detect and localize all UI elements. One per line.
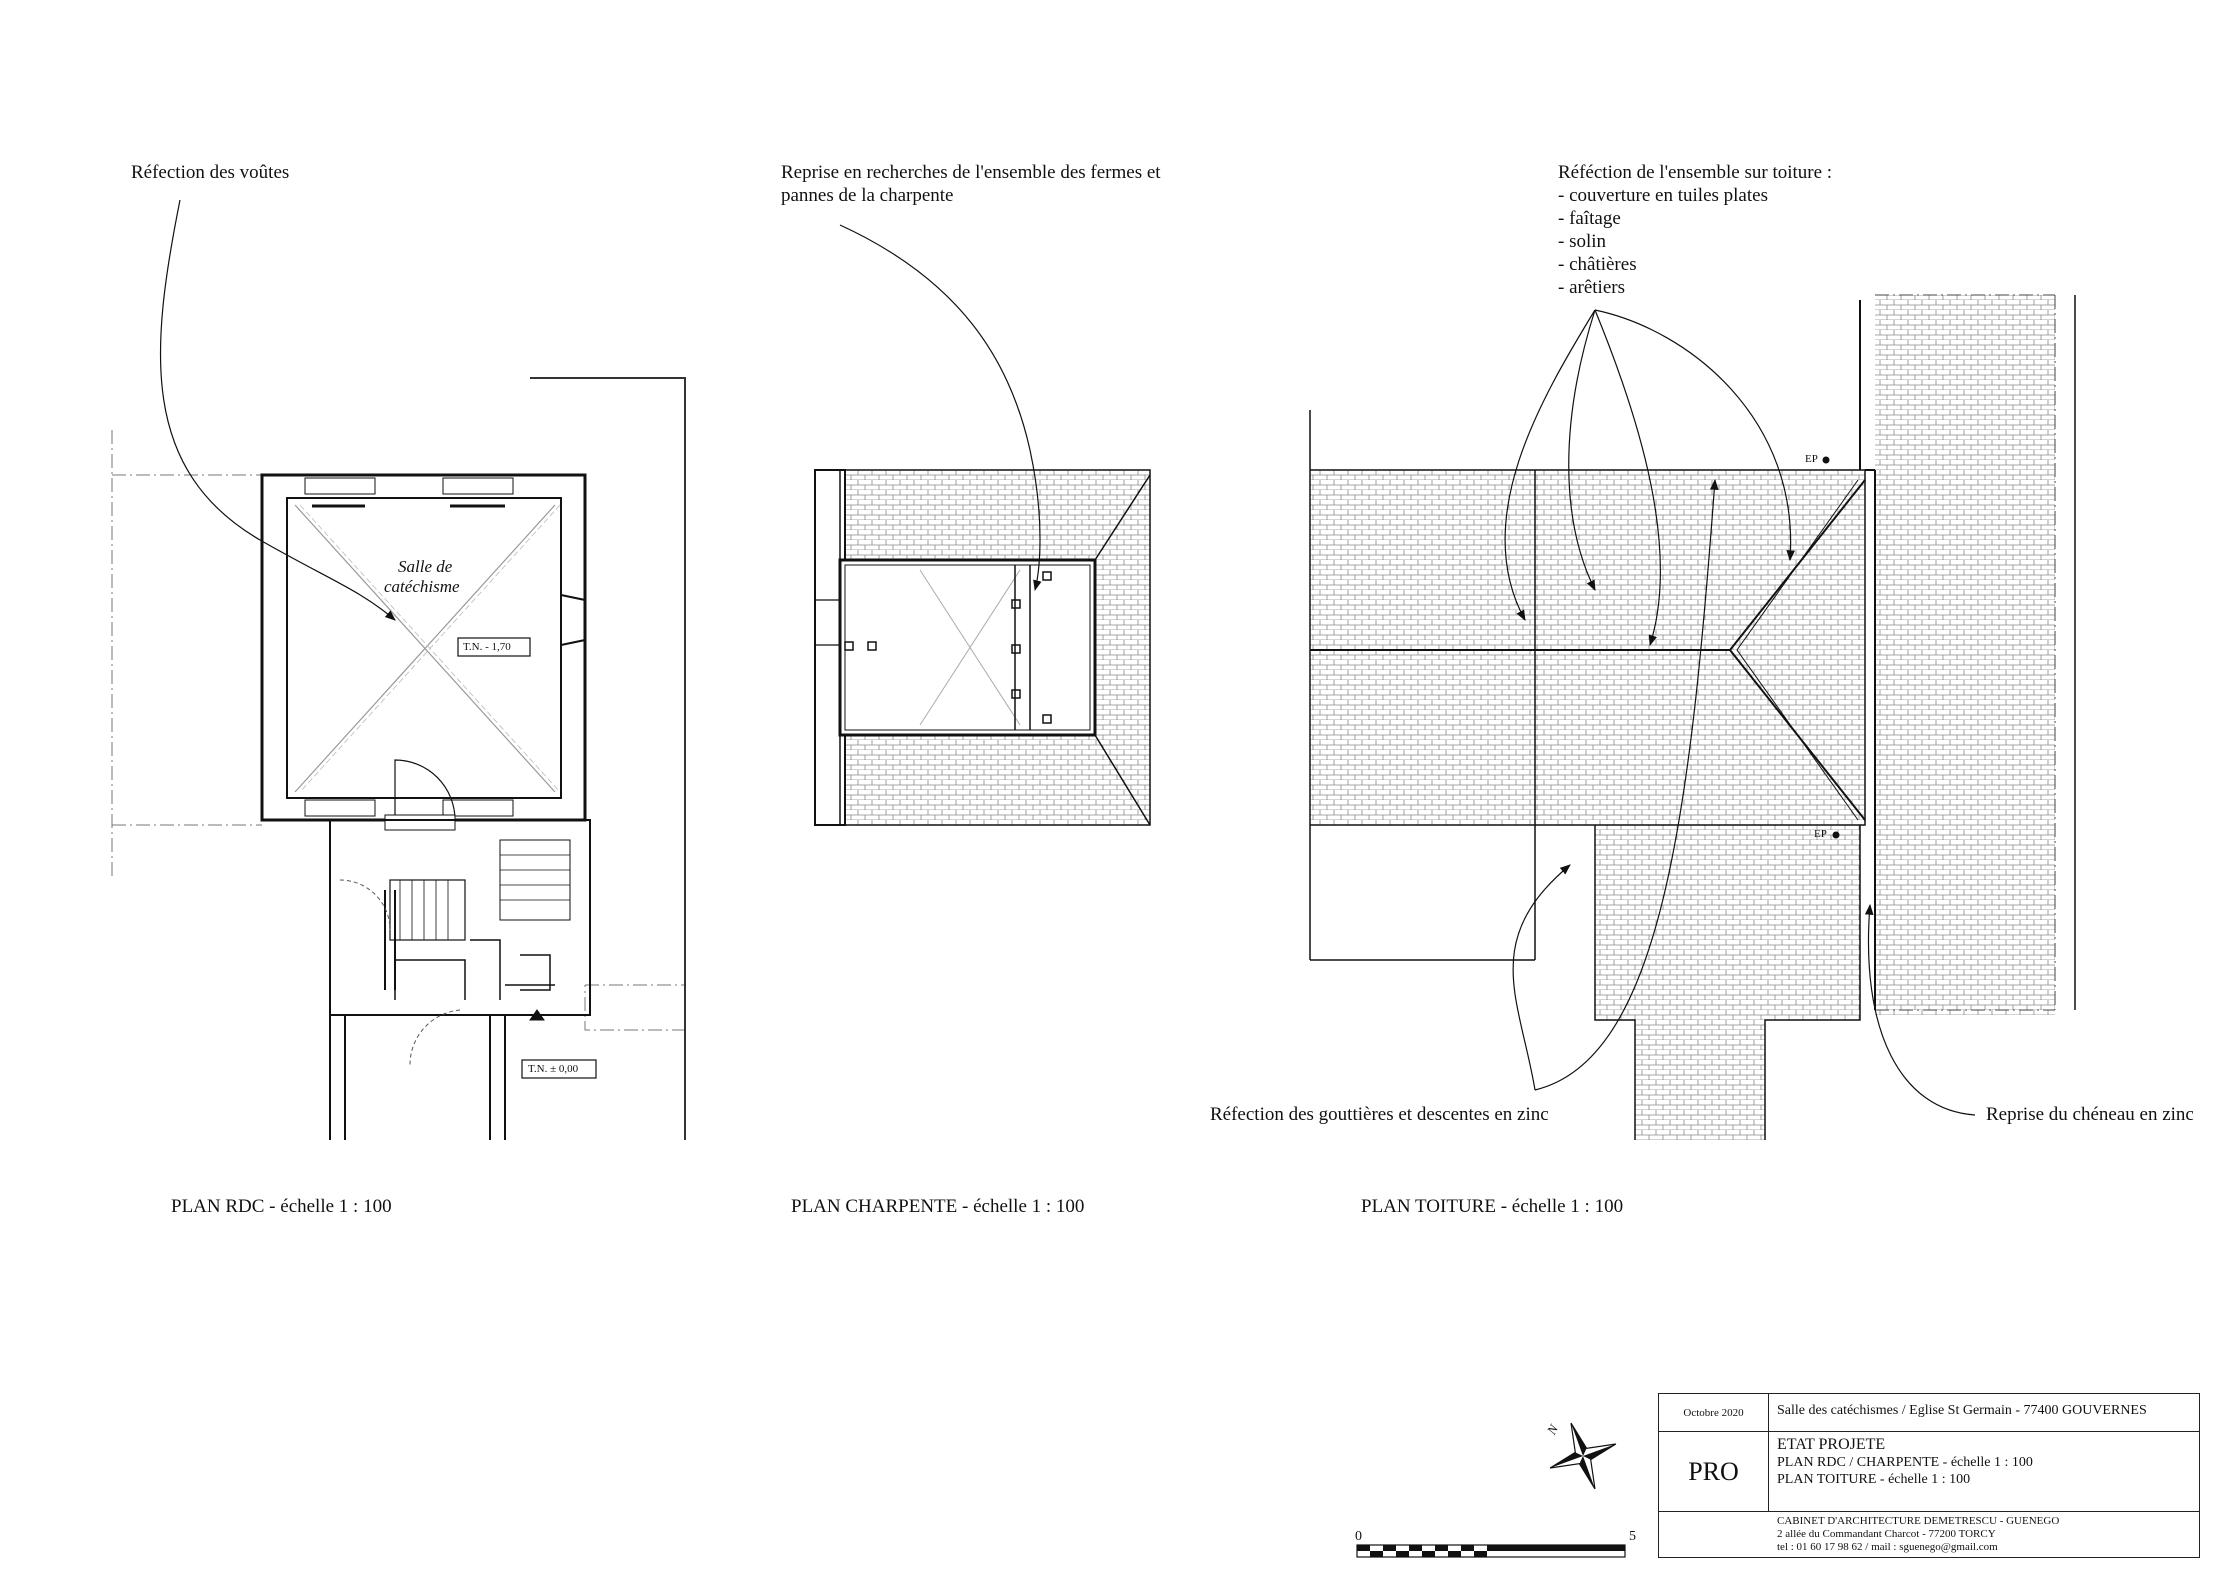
- annotation-gouttieres: Réfection des gouttières et descentes en…: [1210, 1104, 1549, 1125]
- leader-lines: [159, 199, 1976, 1116]
- annotation-charpente-line1: Reprise en recherches de l'ensemble des …: [781, 162, 1161, 183]
- room-label-line2: catéchisme: [384, 577, 460, 596]
- level-outside-label: T.N. ± 0,00: [528, 1063, 579, 1075]
- title-block-address: 2 allée du Commandant Charcot - 77200 TO…: [1777, 1528, 1996, 1540]
- title-block-line1: PLAN RDC / CHARPENTE - échelle 1 : 100: [1777, 1455, 2033, 1470]
- title-block-content: ETAT PROJETE PLAN RDC / CHARPENTE - éche…: [1769, 1432, 2199, 1512]
- scale-start-label: 0: [1355, 1529, 1362, 1544]
- annotation-toiture-item: - solin: [1558, 231, 1607, 252]
- scale-end-label: 5: [1629, 1529, 1636, 1544]
- plan-toiture-drawing: [1309, 294, 2076, 1140]
- title-block-project: Salle des catéchismes / Eglise St Germai…: [1769, 1394, 2199, 1432]
- plan-charpente-drawing: [814, 469, 1151, 826]
- annotation-toiture-item: - couverture en tuiles plates: [1558, 185, 1768, 206]
- title-block-line2: PLAN TOITURE - échelle 1 : 100: [1777, 1472, 1971, 1487]
- level-inside-label: T.N. - 1,70: [463, 641, 511, 653]
- north-arrow-icon: [1549, 1422, 1617, 1490]
- title-block-state: ETAT PROJETE: [1777, 1436, 1886, 1453]
- scale-bar: [1356, 1544, 1626, 1558]
- title-block-office-block: CABINET D'ARCHITECTURE DEMETRESCU - GUEN…: [1769, 1512, 2199, 1557]
- room-label-line1: Salle de: [398, 557, 453, 576]
- title-block-office: CABINET D'ARCHITECTURE DEMETRESCU - GUEN…: [1777, 1515, 2060, 1527]
- title-block-contact: tel : 01 60 17 98 62 / mail : sguenego@g…: [1777, 1541, 1998, 1553]
- title-plan-toiture: PLAN TOITURE - échelle 1 : 100: [1361, 1196, 1624, 1217]
- annotation-toiture-title: Réféction de l'ensemble sur toiture :: [1558, 162, 1833, 183]
- annotation-charpente-line2: pannes de la charpente: [781, 185, 954, 206]
- ep-label-top: EP: [1805, 453, 1818, 465]
- title-block-date: Octobre 2020: [1659, 1394, 1769, 1432]
- title-block: Octobre 2020 Salle des catéchismes / Egl…: [1658, 1393, 2200, 1558]
- annotation-toiture-item: - arêtiers: [1558, 277, 1625, 298]
- annotation-cheneau: Reprise du chéneau en zinc: [1986, 1104, 2194, 1125]
- annotation-voutes: Réfection des voûtes: [131, 162, 290, 183]
- title-plan-rdc: PLAN RDC - échelle 1 : 100: [171, 1196, 392, 1217]
- annotation-toiture-item: - faîtage: [1558, 208, 1621, 229]
- title-block-phase: PRO: [1659, 1432, 1769, 1512]
- annotation-toiture-item: - châtières: [1558, 254, 1637, 275]
- plan-rdc-drawing: [111, 377, 686, 1140]
- ep-label-bottom: EP: [1814, 828, 1827, 840]
- title-plan-charpente: PLAN CHARPENTE - échelle 1 : 100: [791, 1196, 1085, 1217]
